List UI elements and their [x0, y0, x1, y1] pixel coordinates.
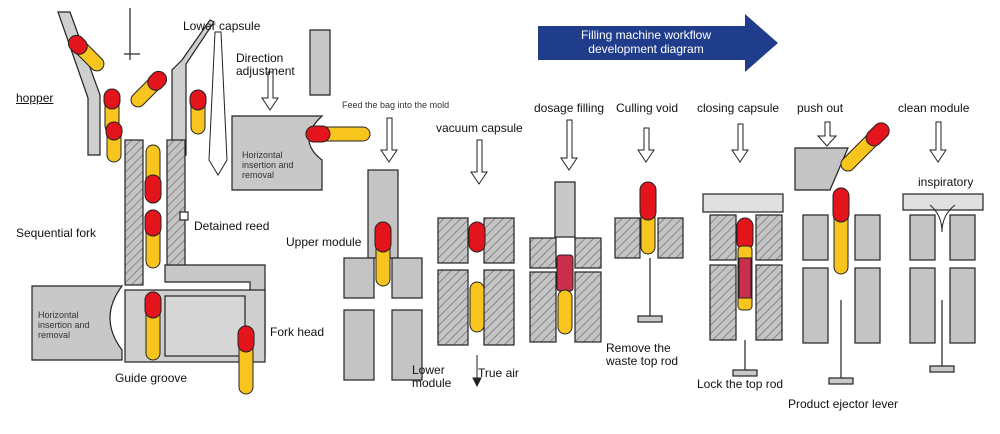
label-lower-capsule: Lower capsule — [183, 19, 261, 33]
hopper-assembly — [57, 8, 215, 156]
station-closing — [702, 193, 784, 377]
title-banner-arrow — [538, 14, 778, 72]
station-culling — [614, 217, 684, 323]
label-sequential-fork: Sequential fork — [16, 226, 97, 240]
label-direction-adjustment: Direction adjustment — [236, 51, 295, 78]
capsule — [305, 125, 371, 143]
label-dosage-filling: dosage filling — [534, 101, 605, 115]
capsule — [144, 209, 162, 269]
label-feed-bag: Feed the bag into the mold — [342, 100, 450, 110]
horizontal-insertion-bottom — [31, 285, 124, 361]
air-flow — [472, 204, 956, 388]
label-lock-top-rod: Lock the top rod — [697, 377, 784, 391]
label-fork-head: Fork head — [270, 325, 325, 339]
label-inspiratory: inspiratory — [918, 175, 974, 189]
label-product-ejector: Product ejector lever — [788, 397, 899, 411]
direction-adjustment-plate — [309, 29, 331, 96]
label-clean-module: clean module — [898, 101, 970, 115]
label-vacuum-capsule: vacuum capsule — [436, 121, 523, 135]
label-guide-groove: Guide groove — [115, 371, 188, 385]
label-hopper: hopper — [16, 91, 54, 105]
capsule — [130, 70, 168, 108]
label-detained-reed: Detained reed — [194, 219, 270, 233]
capsule — [189, 89, 207, 135]
station-push-out — [794, 147, 881, 385]
capsule — [374, 221, 392, 287]
capsule — [237, 325, 255, 395]
label-true-air: True air — [478, 366, 519, 380]
label-push-out: push out — [797, 101, 844, 115]
capsule — [832, 187, 850, 275]
label-closing-capsule: closing capsule — [697, 101, 780, 115]
label-upper-module: Upper module — [286, 235, 362, 249]
capsule — [144, 144, 162, 204]
label-culling-void: Culling void — [616, 101, 679, 115]
capsule — [105, 121, 123, 163]
label-lower-module: Lower module — [412, 363, 452, 390]
label-horizontal-insertion-top: Horizontal insertion and removal — [242, 150, 294, 180]
station-vacuum — [437, 217, 515, 346]
sequential-fork — [124, 139, 189, 286]
capsule — [639, 181, 657, 255]
process-arrows — [261, 71, 947, 185]
lower-capsule-arrow — [208, 31, 228, 176]
capsule — [67, 34, 105, 72]
horizontal-insertion-top — [231, 115, 324, 191]
banner-title: Filling machine workflow development dia… — [580, 28, 712, 56]
station-feed-mold — [343, 169, 423, 381]
station-clean — [902, 193, 984, 373]
capsules — [67, 34, 890, 395]
capsule — [736, 217, 754, 311]
capsule — [144, 291, 162, 361]
label-horizontal-insertion-bottom: Horizontal insertion and removal — [38, 310, 90, 340]
capsule — [840, 122, 890, 172]
station-dosage — [529, 181, 602, 343]
label-remove-waste: Remove the waste top rod — [606, 341, 679, 368]
